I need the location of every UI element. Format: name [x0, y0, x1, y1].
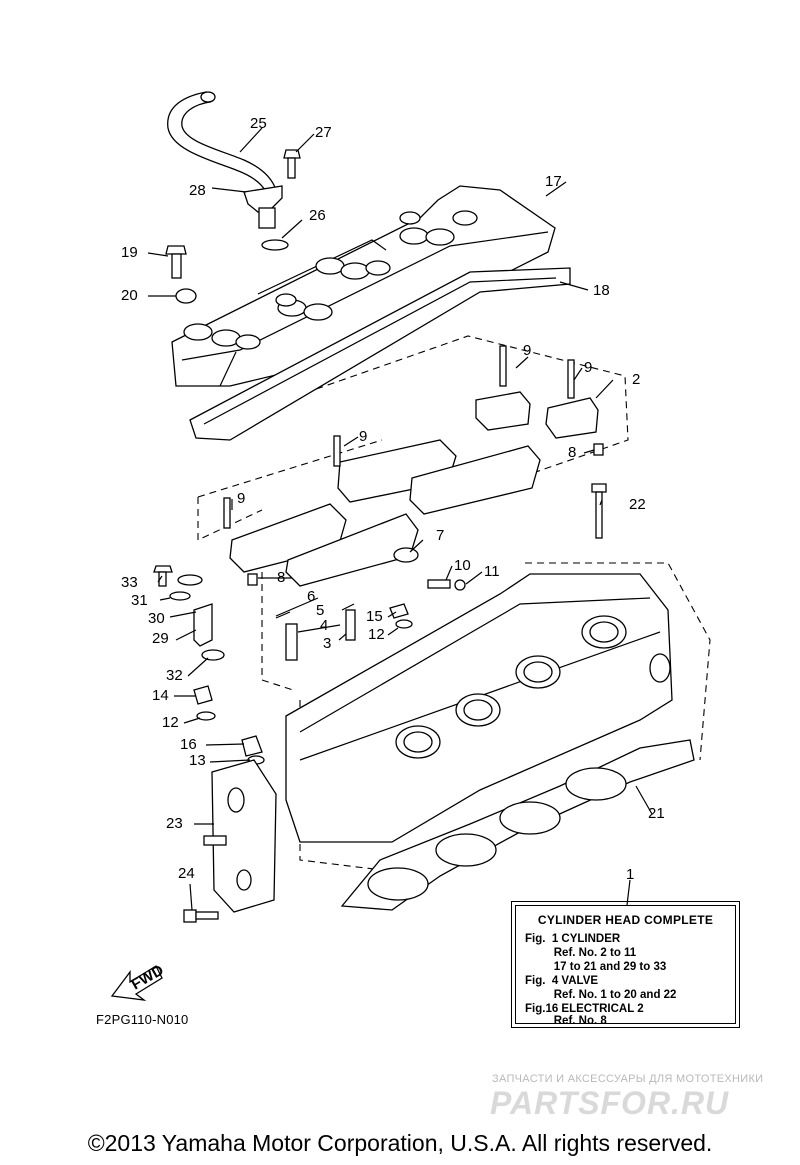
- o-ring-26: [261, 239, 289, 251]
- callout-23: 23: [166, 815, 183, 832]
- callout-6: 6: [307, 588, 315, 605]
- callout-30: 30: [148, 610, 165, 627]
- callout-26: 26: [309, 207, 326, 224]
- cap-bolts-9: [223, 345, 575, 529]
- callout-2: 2: [632, 371, 640, 388]
- copyright-notice: ©2013 Yamaha Motor Corporation, U.S.A. A…: [87, 1130, 713, 1156]
- reference-line: Fig. 4 VALVE: [525, 975, 599, 987]
- watermark-tagline: ЗАПЧАСТИ И АКСЕССУАРЫ ДЛЯ МОТОТЕХНИКИ: [492, 1073, 764, 1085]
- callout-4: 4: [320, 617, 328, 634]
- reference-line: 17 to 21 and 29 to 33: [525, 961, 667, 973]
- callout-33: 33: [121, 574, 138, 591]
- side-cover-plate: [203, 759, 277, 913]
- callout-5: 5: [316, 602, 324, 619]
- callout-28: 28: [189, 182, 206, 199]
- callout-19: 19: [121, 244, 138, 261]
- callout-21: 21: [648, 805, 665, 822]
- callout-3: 3: [323, 635, 331, 652]
- valve-guides: [275, 609, 356, 661]
- head-gasket: [340, 739, 695, 911]
- reference-line: Fig.16 ELECTRICAL 2: [525, 1003, 644, 1015]
- callout-27: 27: [315, 124, 332, 141]
- left-small-parts: [153, 565, 413, 765]
- callout-29: 29: [152, 630, 169, 647]
- callout-9a: 9: [523, 342, 531, 359]
- svg-text:PARTSFOR.RU: PARTSFOR.RU: [490, 1085, 729, 1121]
- fwd-label: FWD: [129, 962, 167, 994]
- plug-7: [393, 547, 419, 563]
- head-bolt-22: [591, 483, 607, 539]
- callout-22: 22: [629, 496, 646, 513]
- callout-24: 24: [178, 865, 195, 882]
- callout-16: 16: [180, 736, 197, 753]
- reference-line: Ref. No. 8: [525, 1015, 607, 1027]
- callout-11: 11: [484, 563, 500, 580]
- callout-1: 1: [626, 866, 634, 883]
- cylinder-head-body: [285, 573, 673, 843]
- breather-hose: [167, 91, 283, 229]
- reference-box-inner-border: CYLINDER HEAD COMPLETE Fig. 1 CYLINDER R…: [515, 905, 736, 1027]
- bolt-24: [183, 909, 219, 923]
- assembly-frames: [197, 335, 711, 871]
- callout-17: 17: [545, 173, 562, 190]
- reference-box: CYLINDER HEAD COMPLETE Fig. 1 CYLINDER R…: [511, 901, 740, 1028]
- dowel-pins-8: [247, 443, 604, 586]
- callout-7: 7: [436, 527, 444, 544]
- callout-13: 13: [189, 752, 206, 769]
- camshaft-caps: [229, 391, 599, 587]
- callout-12b: 12: [162, 714, 179, 731]
- bolt-27: [283, 149, 301, 179]
- reference-line: Fig. 1 CYLINDER: [525, 933, 621, 945]
- callout-12a: 12: [368, 626, 385, 643]
- bolt-10-washer-11: [427, 579, 466, 591]
- callout-25: 25: [250, 115, 267, 132]
- grommet-20: [175, 288, 197, 304]
- cylinder-head-cover: [171, 185, 556, 387]
- reference-line: Ref. No. 1 to 20 and 22: [525, 989, 677, 1001]
- callout-9c: 9: [359, 428, 367, 445]
- leader-lines: [147, 127, 653, 911]
- callout-15: 15: [366, 608, 383, 625]
- reference-line: Ref. No. 2 to 11: [525, 947, 637, 959]
- callout-20: 20: [121, 287, 138, 304]
- callout-31: 31: [131, 592, 148, 609]
- bolt-19: [165, 245, 187, 279]
- cover-gasket: [189, 267, 571, 441]
- callout-14: 14: [152, 687, 169, 704]
- callout-8b: 8: [277, 569, 285, 586]
- callout-9d: 9: [237, 490, 245, 507]
- callout-32: 32: [166, 667, 183, 684]
- callout-9b: 9: [584, 359, 592, 376]
- reference-box-title: CYLINDER HEAD COMPLETE: [537, 913, 714, 927]
- watermark-logo: PARTSFOR.RU: [490, 1085, 729, 1121]
- fwd-arrow-icon: FWD: [110, 962, 167, 1001]
- figure-code: F2PG110-N010: [96, 1012, 189, 1027]
- callout-8a: 8: [568, 444, 576, 461]
- callout-18: 18: [593, 282, 610, 299]
- callout-numbers: 1 2 3 4 5 6 7 8 8 9 9 9 9 10 11 12 12 13…: [121, 115, 665, 883]
- callout-10: 10: [454, 557, 471, 574]
